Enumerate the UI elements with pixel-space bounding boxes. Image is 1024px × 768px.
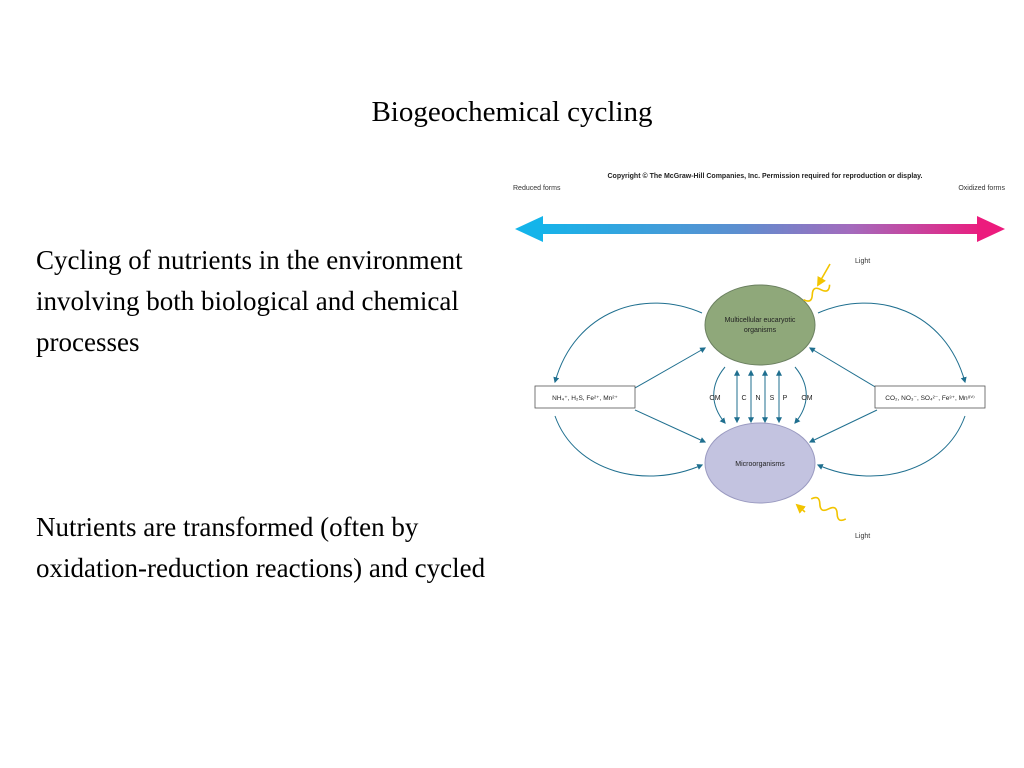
top-node-label-line2: organisms <box>744 327 777 334</box>
top-node-label-line1: Multicellular eucaryotic <box>725 317 796 324</box>
reduced-forms-label: Reduced forms <box>513 185 561 192</box>
om-left-label: OM <box>709 395 720 402</box>
bullet-cycling-definition: Cycling of nutrients in the environment … <box>36 245 463 357</box>
reduced-compounds-box <box>534 385 636 409</box>
carbon-label: C <box>741 395 746 402</box>
sulfur-label: S <box>770 395 775 402</box>
redox-gradient-arrow <box>515 216 1005 242</box>
slide-title: Biogeochemical cycling <box>371 96 653 128</box>
copyright-notice: Copyright © The McGraw-Hill Companies, I… <box>607 172 922 180</box>
nutrient-cycle-diagram: Copyright © The McGraw-Hill Companies, I… <box>505 160 1015 550</box>
bullet-nutrient-transformation: Nutrients are transformed (often by oxid… <box>36 512 486 583</box>
light-bottom-arrow <box>795 503 806 514</box>
phosphorus-label: P <box>783 395 788 402</box>
light-top-arrow <box>817 263 831 287</box>
cycle-arcs <box>553 302 967 477</box>
reduced-compounds-label: NH₄⁺, H₂S, Fe²⁺, Mn²⁺ <box>552 395 618 402</box>
multicellular-eucaryotic-node <box>704 284 816 366</box>
oxidized-forms-label: Oxidized forms <box>958 185 1005 192</box>
oxidized-compounds-box <box>874 385 986 409</box>
nitrogen-label: N <box>755 395 760 402</box>
microorganisms-node <box>704 422 816 504</box>
light-bottom-squiggle <box>810 496 847 522</box>
bottom-node-label: Microorganisms <box>735 461 785 468</box>
light-top-label: Light <box>855 258 870 265</box>
om-right-label: OM <box>801 395 812 402</box>
oxidized-compounds-label: CO₂, NO₃⁻, SO₄²⁻, Fe³⁺, Mn⁽ᴵⱽ⁾ <box>885 395 975 402</box>
light-top-squiggle <box>803 284 831 302</box>
light-bottom-label: Light <box>855 533 870 540</box>
